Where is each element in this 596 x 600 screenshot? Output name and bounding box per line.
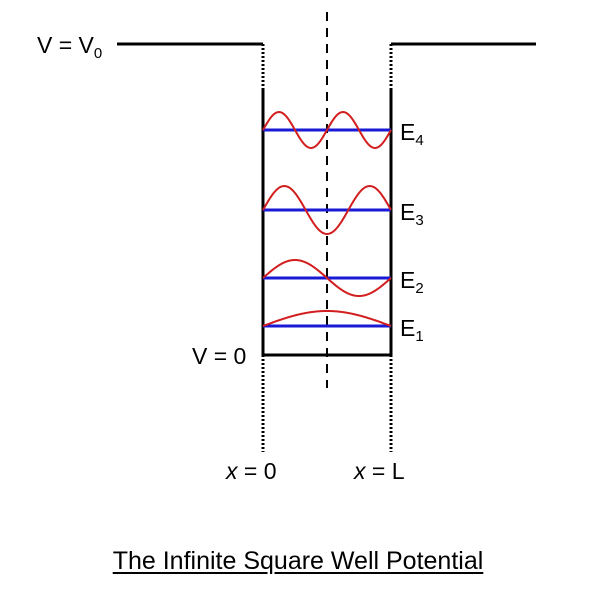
- label-v-0: V = 0: [192, 343, 247, 369]
- caption-text: The Infinite Square Well Potential: [112, 547, 484, 575]
- label-e3: E3: [400, 199, 424, 229]
- label-v-v0: V = V0: [37, 32, 103, 62]
- label-x-l: x = L: [354, 458, 405, 484]
- wavefunction-4: [262, 110, 392, 150]
- wavefunction-1: [262, 309, 392, 327]
- caption: The Infinite Square Well Potential: [0, 547, 596, 576]
- wavefunction-3: [262, 184, 392, 236]
- wavefunction-2: [262, 258, 392, 298]
- label-e1: E1: [400, 315, 424, 345]
- label-e2: E2: [400, 267, 424, 297]
- label-x-0: x = 0: [226, 458, 277, 484]
- label-e4: E4: [400, 119, 424, 149]
